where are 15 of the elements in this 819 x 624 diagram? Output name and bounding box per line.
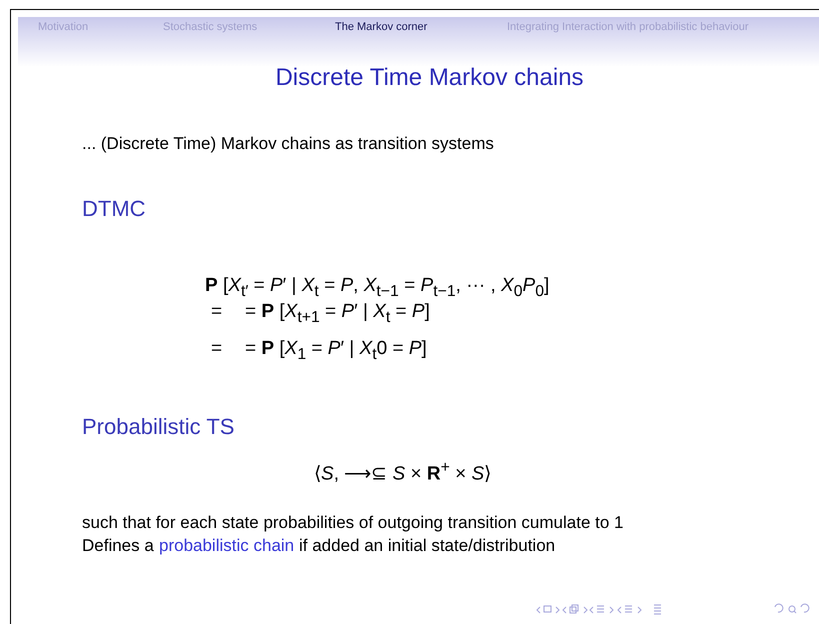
intro-text: ... (Discrete Time) Markov chains as transition systems	[82, 134, 494, 154]
formula-equals: =	[211, 338, 222, 360]
section-heading: DTMC	[82, 196, 146, 222]
link-text: probabilistic chain	[159, 536, 294, 556]
slide-title: Discrete Time Markov chains	[274, 64, 585, 92]
formula-equals: =	[211, 301, 222, 323]
nav-section-active: The Markov corner	[335, 21, 428, 33]
formula-line: P [X$_{t′}$ = P′ | X$_{t}$ = P, X$_{t−1}$ = P$_{t−1}$, ··· , X$_{0}$P$_{0}$]	[205, 275, 550, 301]
body-text: such that for each state probabilities of outgoing transition cumulate to 1	[82, 513, 624, 533]
formula-line: = P [X$_{1}$ = P′ | X$_{t}$0 = P]	[245, 338, 427, 364]
section-heading: Probabilistic TS	[82, 414, 234, 440]
body-text: if added an initial state/distribution	[299, 536, 556, 556]
formula-line: ⟨S, ⟶⊆ S × R$^{+}$ × S⟩	[314, 459, 492, 486]
formula-line: = P [X$_{t+1}$ = P′ | X$_{t}$ = P]	[245, 301, 430, 327]
body-text: Defines a	[82, 536, 154, 556]
